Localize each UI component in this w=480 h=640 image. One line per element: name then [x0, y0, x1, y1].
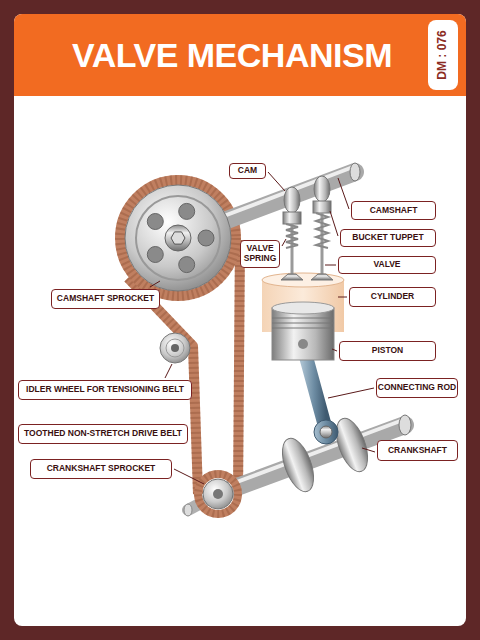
- part-label: CYLINDER: [371, 292, 414, 302]
- drive-belt-shape: [120, 180, 236, 296]
- crankshaft-sprocket-shape: [198, 474, 238, 514]
- camshaft-shape: [284, 187, 300, 213]
- camshaft-sprocket-shape: [147, 247, 163, 263]
- piston: [272, 302, 334, 360]
- crankshaft-sprocket: [198, 474, 238, 514]
- part-label-box: CRANKSHAFT: [377, 440, 458, 461]
- part-label: VALVE: [373, 260, 400, 270]
- camshaft-sprocket-shape: [198, 230, 214, 246]
- drive-belt-shape: [238, 240, 240, 494]
- camshaft-sprocket: [125, 185, 231, 291]
- part-label-box: IDLER WHEEL FOR TENSIONING BELT: [18, 380, 192, 400]
- crankshaft-sprocket-shape: [203, 479, 233, 509]
- valves-shape: [311, 274, 333, 280]
- code-text: DM : 076: [436, 30, 450, 79]
- part-label-box: CONNECTING ROD: [376, 378, 458, 398]
- piston-shape: [272, 328, 334, 329]
- leader-lines-shape: [362, 448, 375, 452]
- code-badge: DM : 076: [428, 20, 458, 90]
- piston-shape: [272, 308, 334, 360]
- crankshaft-shape: [276, 434, 320, 496]
- valves-shape: [283, 212, 301, 224]
- part-label-box: BUCKET TUPPET: [340, 229, 436, 247]
- part-label-box: CAMSHAFT: [351, 201, 436, 220]
- camshaft-sprocket-shape: [125, 185, 231, 291]
- part-label-box: CAM: [229, 163, 266, 179]
- part-label: BUCKET TUPPET: [352, 233, 423, 243]
- piston-shape: [272, 318, 334, 319]
- part-label: PISTON: [372, 346, 404, 356]
- valves-shape: [286, 224, 298, 248]
- part-label: VALVE SPRING: [244, 244, 277, 264]
- valves-shape: [281, 274, 303, 280]
- title-text: VALVE MECHANISM: [40, 14, 424, 96]
- valves: [281, 201, 333, 280]
- leader-lines-shape: [330, 211, 338, 236]
- crankshaft-shape: [330, 414, 374, 476]
- leader-lines-shape: [338, 297, 347, 298]
- leader-lines-shape: [150, 281, 160, 287]
- piston-shape: [272, 323, 334, 324]
- part-label-box: TOOTHED NON-STRETCH DRIVE BELT: [18, 424, 188, 444]
- part-label-box: CYLINDER: [349, 287, 436, 307]
- part-label: CONNECTING ROD: [378, 383, 456, 393]
- part-label: CRANKSHAFT: [388, 446, 447, 456]
- drive-belt-shape: [120, 180, 236, 296]
- part-label: IDLER WHEEL FOR TENSIONING BELT: [26, 385, 184, 395]
- leader-lines-shape: [338, 178, 349, 209]
- leader-lines-shape: [328, 388, 374, 398]
- connecting-rod-shape: [314, 420, 338, 444]
- crankshaft-shape: [399, 415, 411, 435]
- camshaft-shape: [350, 163, 360, 181]
- camshaft-shape: [314, 176, 330, 202]
- leader-lines-shape: [325, 265, 336, 266]
- piston-shape: [298, 339, 308, 349]
- cylinder-shape: [262, 273, 344, 287]
- idler-wheel-shape: [171, 344, 179, 352]
- camshaft-sprocket-shape: [136, 196, 220, 280]
- leader-lines-shape: [332, 349, 337, 351]
- camshaft-sprocket-shape: [165, 225, 191, 251]
- part-label: CAM: [238, 166, 257, 176]
- part-label-box: CRANKSHAFT SPROCKET: [30, 459, 172, 479]
- crankshaft-sprocket-shape: [213, 489, 223, 499]
- camshaft-sprocket-shape: [147, 214, 163, 230]
- valves-shape: [316, 213, 328, 248]
- camshaft-sprocket-shape: [179, 203, 195, 219]
- part-label-box: CAMSHAFT SPROCKET: [51, 289, 160, 309]
- part-label: CRANKSHAFT SPROCKET: [47, 464, 156, 474]
- crankshaft: [184, 414, 411, 516]
- drive-belt-shape: [238, 240, 240, 494]
- crankshaft-shape: [184, 504, 192, 516]
- idler-wheel: [160, 333, 190, 363]
- idler-wheel-shape: [166, 339, 184, 357]
- part-label: CAMSHAFT SPROCKET: [57, 294, 154, 304]
- camshaft-sprocket-shape: [179, 257, 195, 273]
- piston-shape: [272, 302, 334, 314]
- leader-lines-shape: [174, 469, 204, 484]
- part-label-box: PISTON: [339, 341, 436, 361]
- part-label: CAMSHAFT: [370, 206, 418, 216]
- valves-shape: [313, 201, 331, 213]
- part-label-box: VALVE SPRING: [240, 240, 280, 268]
- cylinder: [262, 273, 344, 332]
- idler-wheel-shape: [160, 333, 190, 363]
- part-label: TOOTHED NON-STRETCH DRIVE BELT: [24, 429, 182, 439]
- connecting-rod-shape: [320, 426, 332, 438]
- leader-lines-shape: [165, 364, 172, 378]
- leader-lines-shape: [282, 239, 286, 246]
- drive-belt: [120, 180, 240, 494]
- camshaft-sprocket-shape: [171, 232, 185, 244]
- part-label-box: VALVE: [338, 256, 436, 274]
- crankshaft-sprocket-shape: [198, 474, 238, 514]
- leader-lines-shape: [268, 172, 285, 191]
